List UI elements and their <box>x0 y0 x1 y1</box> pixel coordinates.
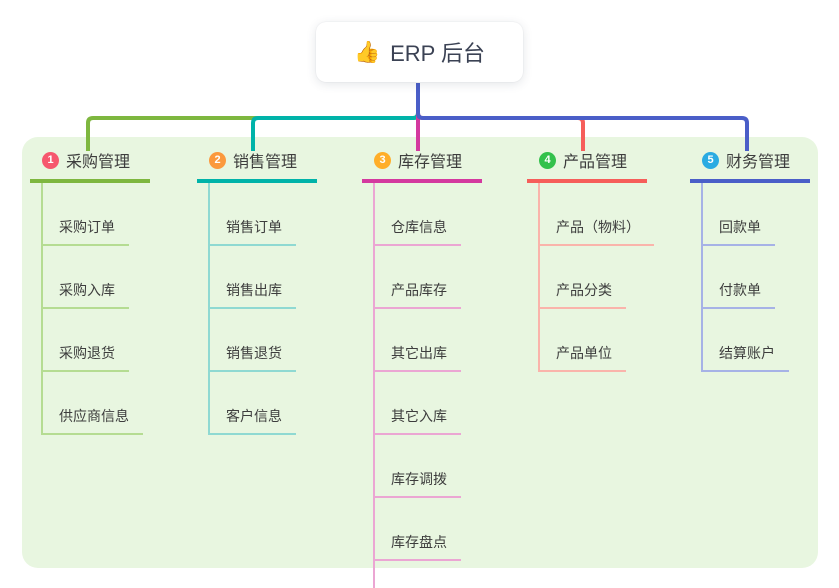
branch: 4 产品管理 产品（物料）产品分类产品单位 <box>527 148 654 372</box>
branch-children: 采购订单采购入库采购退货供应商信息 <box>41 183 150 435</box>
branch-header[interactable]: 5 财务管理 <box>690 148 811 183</box>
branch: 5 财务管理 回款单付款单结算账户 <box>690 148 811 372</box>
child-node[interactable]: 回款单 <box>703 183 775 246</box>
child-node[interactable]: 结算账户 <box>703 309 789 372</box>
branch-number-badge: 4 <box>539 151 556 169</box>
branch-children: 回款单付款单结算账户 <box>701 183 810 372</box>
child-node[interactable]: 采购退货 <box>43 309 129 372</box>
branch-label: 销售管理 <box>233 154 298 171</box>
branch-number-badge: 2 <box>209 151 226 169</box>
branch-label: 库存管理 <box>398 154 463 171</box>
branch: 3 库存管理 仓库信息产品库存其它出库其它入库库存调拨库存盘点出库库明细 <box>362 148 483 588</box>
child-node[interactable]: 出库库明细 <box>375 561 475 588</box>
branch-header[interactable]: 4 产品管理 <box>527 148 648 183</box>
child-node[interactable]: 产品（物料） <box>540 183 654 246</box>
child-node[interactable]: 销售订单 <box>210 183 296 246</box>
child-node[interactable]: 库存盘点 <box>375 498 461 561</box>
root-label: ERP 后台 <box>390 41 486 66</box>
child-node[interactable]: 库存调拨 <box>375 435 461 498</box>
branch-header[interactable]: 3 库存管理 <box>362 148 483 183</box>
root-node[interactable]: 👍 ERP 后台 <box>316 22 523 82</box>
child-node[interactable]: 供应商信息 <box>43 372 143 435</box>
branch-header[interactable]: 2 销售管理 <box>197 148 318 183</box>
branch-number-badge: 3 <box>374 151 391 169</box>
branch-label: 产品管理 <box>563 154 628 171</box>
child-node[interactable]: 产品库存 <box>375 246 461 309</box>
branch-number-badge: 1 <box>42 151 59 169</box>
branch-header[interactable]: 1 采购管理 <box>30 148 151 183</box>
child-node[interactable]: 其它出库 <box>375 309 461 372</box>
branch-label: 采购管理 <box>66 154 131 171</box>
child-node[interactable]: 采购入库 <box>43 246 129 309</box>
child-node[interactable]: 采购订单 <box>43 183 129 246</box>
child-node[interactable]: 销售出库 <box>210 246 296 309</box>
child-node[interactable]: 销售退货 <box>210 309 296 372</box>
child-node[interactable]: 其它入库 <box>375 372 461 435</box>
branch: 1 采购管理 采购订单采购入库采购退货供应商信息 <box>30 148 151 435</box>
child-node[interactable]: 产品单位 <box>540 309 626 372</box>
branch-label: 财务管理 <box>726 154 791 171</box>
child-node[interactable]: 产品分类 <box>540 246 626 309</box>
child-node[interactable]: 客户信息 <box>210 372 296 435</box>
child-node[interactable]: 付款单 <box>703 246 775 309</box>
branch-children: 仓库信息产品库存其它出库其它入库库存调拨库存盘点出库库明细 <box>373 183 482 588</box>
branch-number-badge: 5 <box>702 151 719 169</box>
branch-children: 销售订单销售出库销售退货客户信息 <box>208 183 317 435</box>
thumbs-up-icon: 👍 <box>353 40 381 64</box>
branch: 2 销售管理 销售订单销售出库销售退货客户信息 <box>197 148 318 435</box>
branch-children: 产品（物料）产品分类产品单位 <box>538 183 654 372</box>
child-node[interactable]: 仓库信息 <box>375 183 461 246</box>
